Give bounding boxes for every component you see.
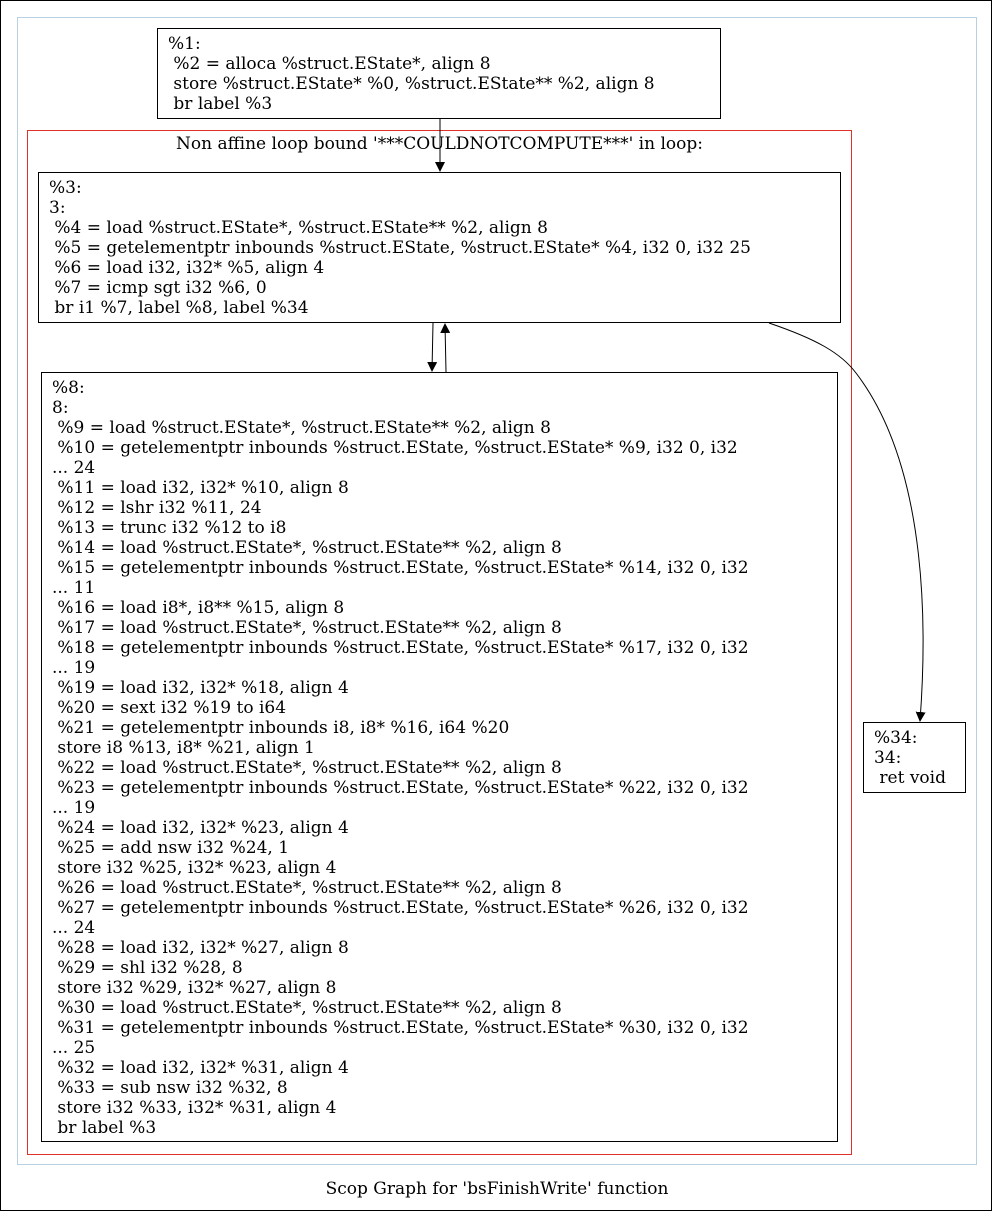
instruction-line: %26 = load %struct.EState*, %struct.ESta…	[52, 878, 562, 898]
instruction-line: store i32 %25, i32* %23, align 4	[52, 858, 337, 878]
instruction-line: %29 = shl i32 %28, 8	[52, 958, 243, 978]
instruction-line: %25 = add nsw i32 %24, 1	[52, 838, 290, 858]
instruction-line: %34:	[874, 728, 918, 748]
instruction-line: %24 = load i32, i32* %23, align 4	[52, 818, 349, 838]
instruction-line: %33 = sub nsw i32 %32, 8	[52, 1078, 288, 1098]
instruction-line: ... 24	[52, 918, 96, 938]
instruction-line: %17 = load %struct.EState*, %struct.ESta…	[52, 618, 562, 638]
instruction-line: %32 = load i32, i32* %31, align 4	[52, 1058, 349, 1078]
instruction-line: %1:	[168, 34, 201, 54]
instruction-line: store i8 %13, i8* %21, align 1	[52, 738, 315, 758]
instruction-line: store %struct.EState* %0, %struct.EState…	[168, 74, 655, 94]
instruction-line: %8:	[52, 378, 85, 398]
instruction-line: %18 = getelementptr inbounds %struct.ESt…	[52, 638, 749, 658]
instruction-line: %4 = load %struct.EState*, %struct.EStat…	[49, 218, 548, 238]
instruction-line: %14 = load %struct.EState*, %struct.ESta…	[52, 538, 562, 558]
instruction-line: %6 = load i32, i32* %5, align 4	[49, 258, 325, 278]
basic-block-3: %3:3: %4 = load %struct.EState*, %struct…	[38, 172, 841, 323]
graph-caption: Scop Graph for 'bsFinishWrite' function	[325, 1179, 669, 1199]
basic-block-34: %34:34: ret void	[863, 722, 966, 793]
instruction-line: 8:	[52, 398, 69, 418]
instruction-line: %3:	[49, 178, 82, 198]
basic-block-8: %8:8: %9 = load %struct.EState*, %struct…	[41, 372, 838, 1142]
instruction-line: %23 = getelementptr inbounds %struct.ESt…	[52, 778, 749, 798]
instruction-line: store i32 %33, i32* %31, align 4	[52, 1098, 337, 1118]
loop-cluster-label: Non affine loop bound '***COULDNOTCOMPUT…	[176, 134, 703, 154]
instruction-line: ... 19	[52, 798, 96, 818]
instruction-line: %12 = lshr i32 %11, 24	[52, 498, 262, 518]
instruction-line: ... 24	[52, 458, 96, 478]
instruction-line: %16 = load i8*, i8** %15, align 8	[52, 598, 345, 618]
instruction-line: 3:	[49, 198, 66, 218]
instruction-line: %15 = getelementptr inbounds %struct.ESt…	[52, 558, 749, 578]
instruction-line: %2 = alloca %struct.EState*, align 8	[168, 54, 491, 74]
instruction-line: ... 11	[52, 578, 96, 598]
instruction-line: ret void	[874, 768, 946, 788]
instruction-line: ... 19	[52, 658, 96, 678]
instruction-line: %5 = getelementptr inbounds %struct.ESta…	[49, 238, 751, 258]
instruction-line: ... 25	[52, 1038, 96, 1058]
instruction-line: store i32 %29, i32* %27, align 8	[52, 978, 337, 998]
instruction-line: br label %3	[168, 94, 273, 114]
instruction-line: %19 = load i32, i32* %18, align 4	[52, 678, 349, 698]
instruction-line: %11 = load i32, i32* %10, align 8	[52, 478, 349, 498]
instruction-line: %21 = getelementptr inbounds i8, i8* %16…	[52, 718, 510, 738]
basic-block-1: %1: %2 = alloca %struct.EState*, align 8…	[157, 28, 721, 119]
instruction-line: 34:	[874, 748, 902, 768]
instruction-line: %20 = sext i32 %19 to i64	[52, 698, 287, 718]
instruction-line: %22 = load %struct.EState*, %struct.ESta…	[52, 758, 562, 778]
instruction-line: br label %3	[52, 1118, 157, 1138]
instruction-line: %27 = getelementptr inbounds %struct.ESt…	[52, 898, 749, 918]
instruction-line: %7 = icmp sgt i32 %6, 0	[49, 278, 267, 298]
instruction-line: %9 = load %struct.EState*, %struct.EStat…	[52, 418, 551, 438]
function-cluster	[17, 17, 977, 1165]
instruction-line: %10 = getelementptr inbounds %struct.ESt…	[52, 438, 738, 458]
instruction-line: %28 = load i32, i32* %27, align 8	[52, 938, 349, 958]
instruction-line: %13 = trunc i32 %12 to i8	[52, 518, 287, 538]
instruction-line: %30 = load %struct.EState*, %struct.ESta…	[52, 998, 562, 1018]
instruction-line: %31 = getelementptr inbounds %struct.ESt…	[52, 1018, 749, 1038]
instruction-line: br i1 %7, label %8, label %34	[49, 298, 309, 318]
